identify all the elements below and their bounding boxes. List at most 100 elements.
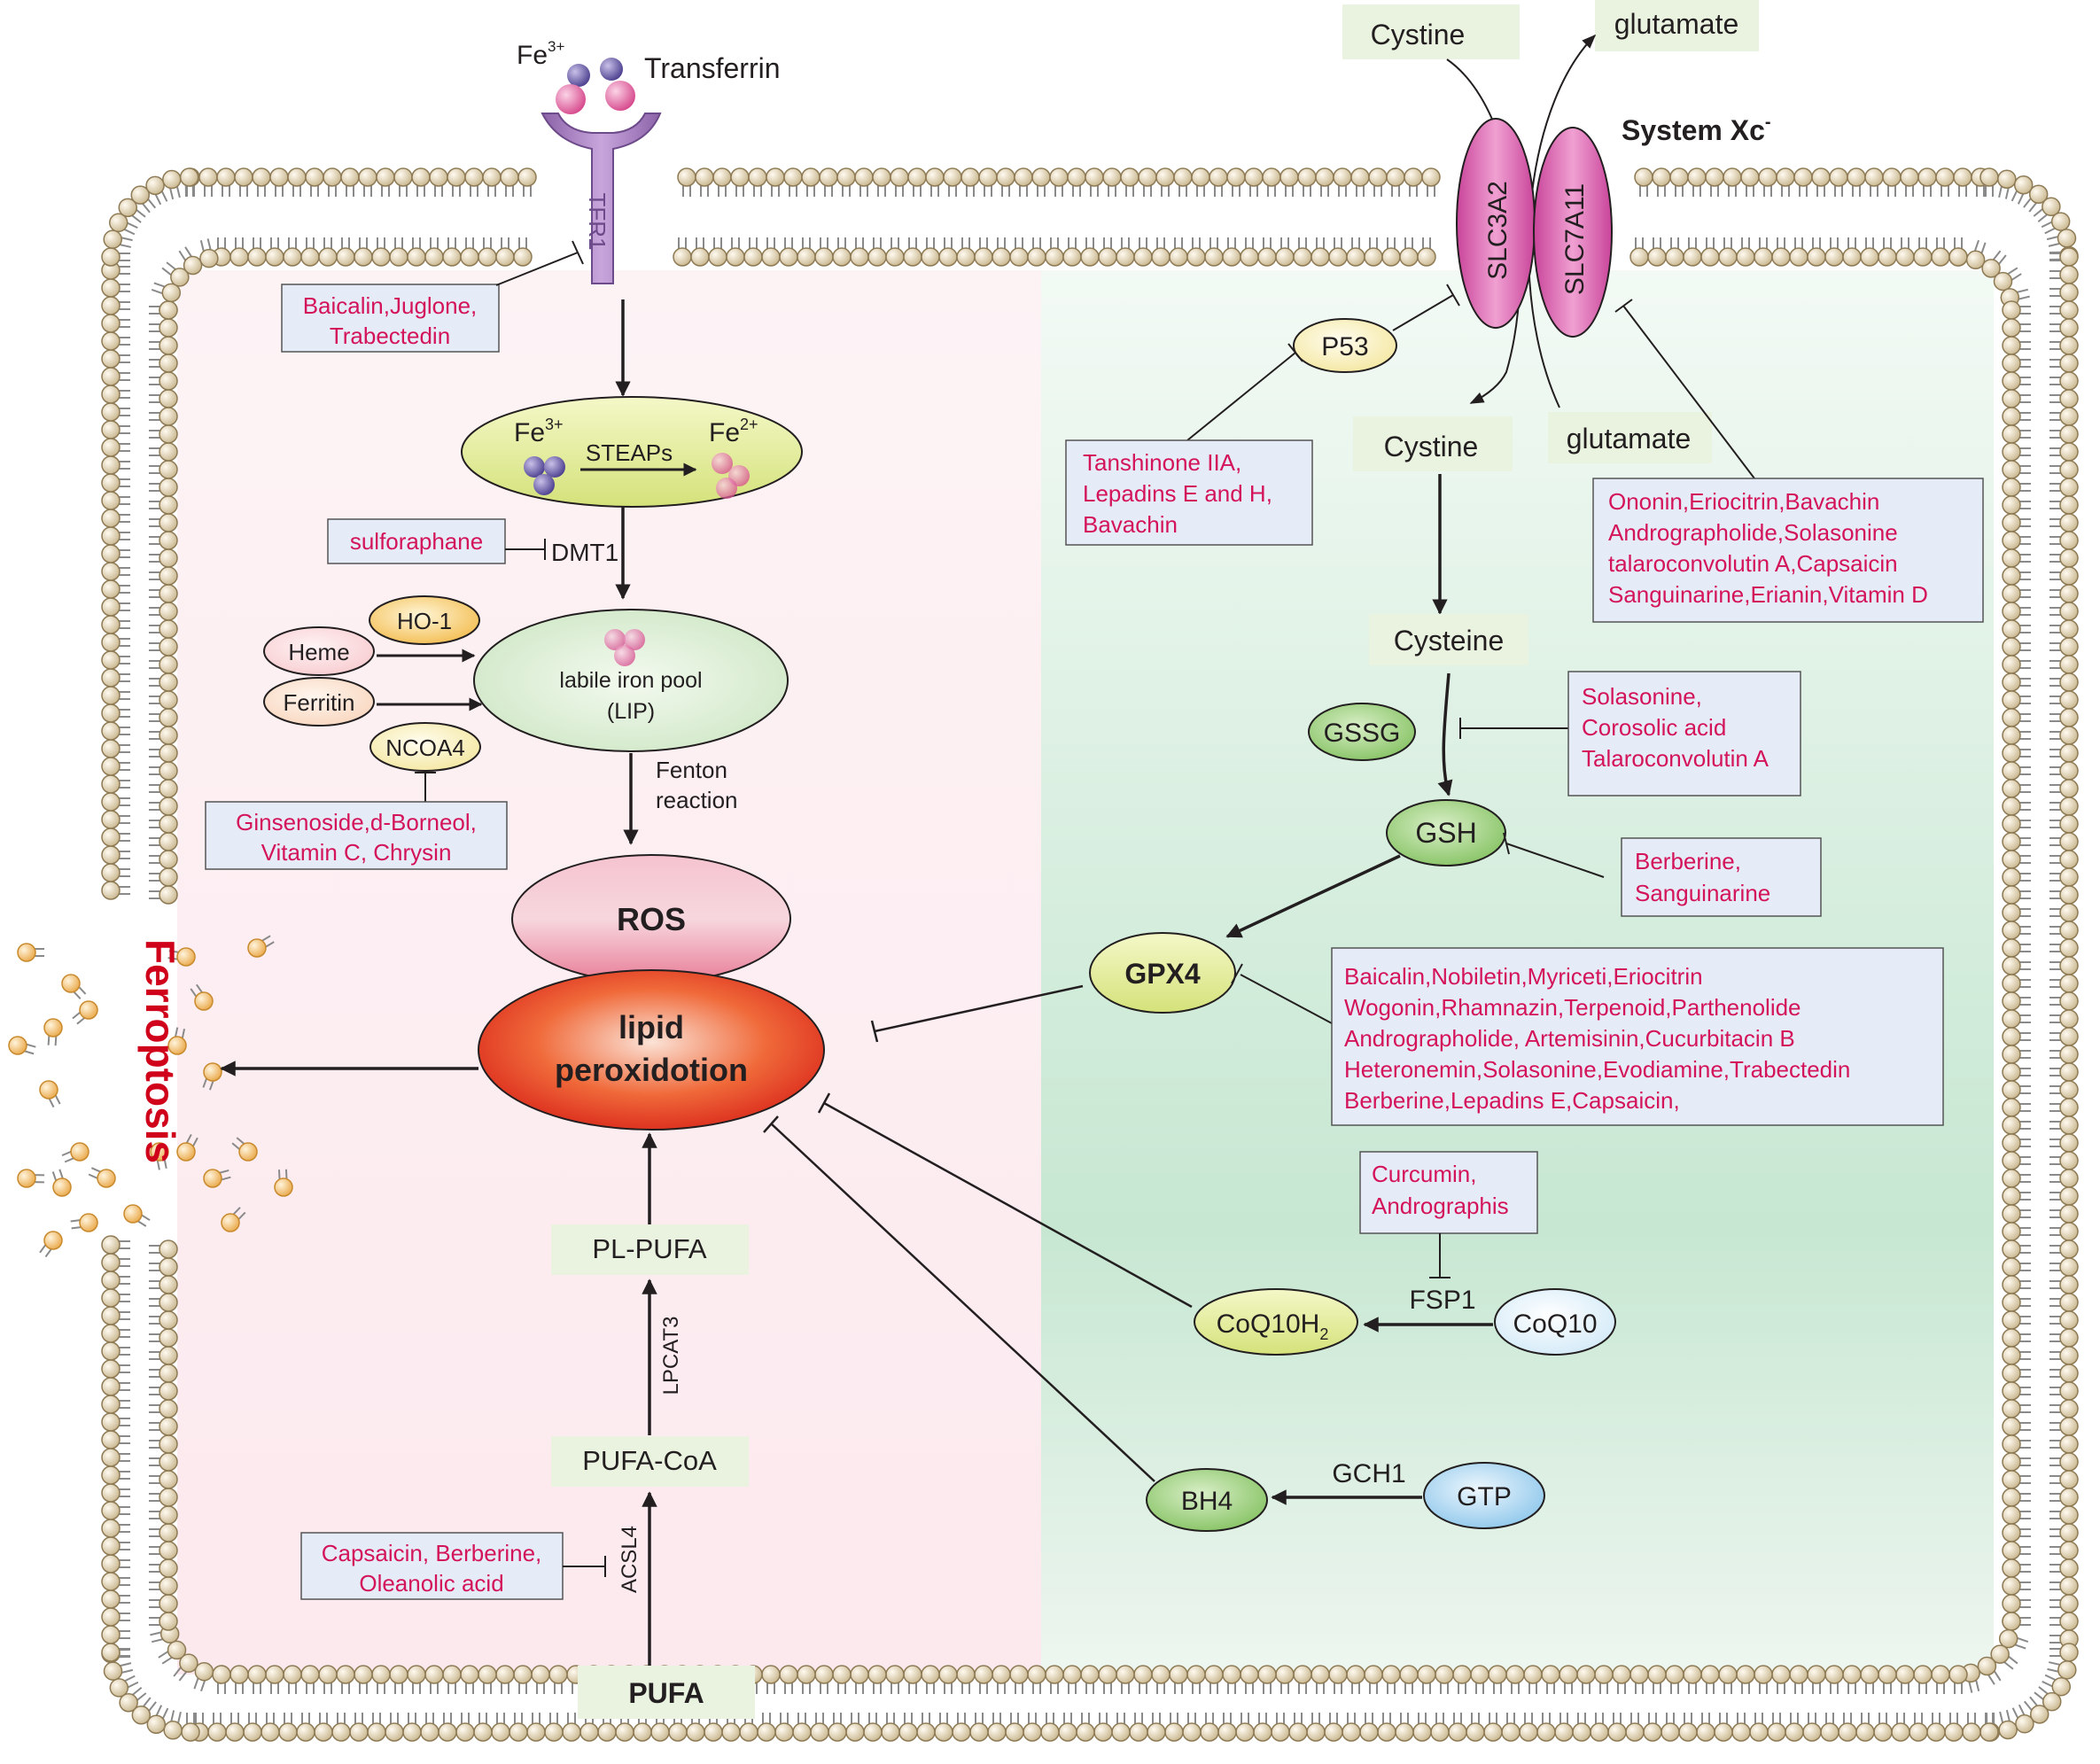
svg-text:Solasonine,: Solasonine,	[1582, 683, 1702, 710]
coq10-label: CoQ10	[1513, 1309, 1597, 1339]
svg-text:Wogonin,Rhamnazin,Terpenoid,Pa: Wogonin,Rhamnazin,Terpenoid,Parthenolide	[1344, 994, 1801, 1021]
drug-box-tfr1: Baicalin,Juglone, Trabectedin	[281, 284, 500, 353]
svg-text:Tanshinone IIA,: Tanshinone IIA,	[1083, 449, 1241, 476]
fe2-cluster-icon	[712, 453, 750, 499]
transferrin-ball-icon	[605, 81, 635, 111]
svg-text:Baicalin,Juglone,: Baicalin,Juglone,	[303, 292, 478, 319]
pufa-node: PUFA	[578, 1666, 755, 1719]
svg-text:glutamate: glutamate	[1567, 423, 1692, 455]
svg-text:Andrographolide, Artemisinin,C: Andrographolide, Artemisinin,Cucurbitaci…	[1344, 1025, 1795, 1052]
tfr1-label: TFR1	[584, 193, 611, 251]
svg-text:Ginsenoside,d-Borneol,: Ginsenoside,d-Borneol,	[236, 809, 477, 835]
glutamate-extracellular-node: glutamate	[1595, 0, 1759, 51]
drug-box-ncoa4: Ginsenoside,d-Borneol, Vitamin C, Chrysi…	[205, 801, 508, 870]
inhibition-bar	[572, 240, 584, 265]
inhibition-bar	[763, 1115, 779, 1133]
tfr1-receptor	[541, 113, 662, 284]
cell-membrane	[101, 167, 2079, 1742]
drug-box-gpx4: Baicalin,Nobiletin,Myriceti,Eriocitrin W…	[1331, 947, 1944, 1126]
drug-box-fsp1: Curcumin, Andrographis	[1359, 1151, 1538, 1234]
inhibition-bar	[817, 1092, 831, 1114]
cystine-extracellular-node: Cystine	[1342, 4, 1520, 59]
svg-text:Talaroconvolutin A: Talaroconvolutin A	[1582, 745, 1769, 772]
svg-text:Bavachin: Bavachin	[1083, 511, 1178, 538]
inhibition-bar	[1231, 963, 1243, 984]
cysteine-node: Cysteine	[1369, 614, 1528, 665]
svg-text:Cysteine: Cysteine	[1394, 625, 1505, 657]
p53-node	[1293, 318, 1397, 373]
svg-text:Berberine,: Berberine,	[1635, 848, 1741, 874]
ncoa4-node	[369, 722, 481, 772]
slc7a11-label: SLC7A11	[1560, 183, 1590, 295]
pl-pufa-node: PL-PUFA	[551, 1224, 749, 1275]
ncoa4-label: NCOA4	[385, 734, 465, 761]
svg-text:Berberine,Lepadins E,Capsaicin: Berberine,Lepadins E,Capsaicin,	[1344, 1087, 1680, 1114]
iron-ion-icon	[600, 58, 623, 81]
p53-label: P53	[1321, 332, 1368, 361]
bh4-label: BH4	[1181, 1487, 1233, 1516]
coq10-node	[1494, 1288, 1616, 1356]
coq10h2-label: CoQ10H2	[1217, 1309, 1329, 1343]
gssg-node	[1308, 703, 1416, 761]
heme-label: Heme	[288, 639, 349, 665]
gssg-label: GSSG	[1324, 719, 1401, 748]
cystine-intracellular-node: Cystine	[1353, 416, 1513, 471]
steaps-label: STEAPs	[586, 439, 673, 466]
lipid-peroxidation-node	[478, 969, 825, 1131]
fe3-cluster-icon	[524, 456, 565, 495]
svg-text:talaroconvolutin A,Capsaicin: talaroconvolutin A,Capsaicin	[1608, 550, 1898, 577]
svg-text:Cystine: Cystine	[1384, 431, 1479, 462]
svg-text:Sanguinarine: Sanguinarine	[1635, 880, 1770, 906]
gch1-label: GCH1	[1332, 1459, 1405, 1488]
labile-iron-pool-oval	[473, 609, 789, 752]
drug-box-gsh: Berberine, Sanguinarine	[1621, 837, 1822, 917]
fenton-label-line2: reaction	[656, 787, 738, 813]
inhibition-bar	[1614, 299, 1633, 313]
svg-text:Cystine: Cystine	[1371, 19, 1466, 51]
gsh-label: GSH	[1415, 817, 1476, 849]
svg-text:Corosolic acid: Corosolic acid	[1582, 714, 1726, 741]
drug-box-p53: Tanshinone IIA, Lepadins E and H, Bavach…	[1065, 439, 1313, 546]
bh4-node	[1146, 1468, 1268, 1532]
pufa-coa-node: PUFA-CoA	[551, 1436, 749, 1487]
transferrin-ball-icon	[556, 84, 586, 114]
svg-text:Capsaicin, Berberine,: Capsaicin, Berberine,	[322, 1540, 542, 1566]
drug-box-acsl4: Capsaicin, Berberine, Oleanolic acid	[300, 1532, 564, 1600]
gtp-label: GTP	[1457, 1482, 1512, 1511]
glutamate-intracellular-node: glutamate	[1548, 412, 1712, 463]
svg-text:Sanguinarine,Erianin,Vitamin D: Sanguinarine,Erianin,Vitamin D	[1608, 581, 1928, 608]
iron-ion-icon	[567, 64, 590, 87]
fsp1-label: FSP1	[1409, 1286, 1475, 1315]
svg-text:Lepadins E and H,: Lepadins E and H,	[1083, 480, 1272, 507]
acsl4-label: ACSL4	[618, 1526, 642, 1593]
svg-text:Oleanolic acid: Oleanolic acid	[359, 1570, 503, 1597]
coq10h2-node	[1194, 1288, 1358, 1356]
inhibition-line	[1186, 352, 1296, 441]
inhibition-line	[1392, 294, 1454, 331]
inhibition-line-bh4-lipid	[770, 1123, 1155, 1482]
drug-box-gssg: Solasonine, Corosolic acid Talaroconvolu…	[1567, 671, 1801, 797]
transferrin-label: Transferrin	[644, 52, 781, 84]
inhibition-bar	[1503, 832, 1510, 855]
lip-iron-cluster-icon	[604, 629, 645, 666]
svg-text:Trabectedin: Trabectedin	[330, 322, 450, 349]
lip-label-line1: labile iron pool	[559, 668, 702, 693]
gpx4-label: GPX4	[1124, 958, 1201, 990]
svg-text:glutamate: glutamate	[1614, 8, 1739, 40]
inhibition-line	[1505, 843, 1605, 878]
svg-text:Curcumin,: Curcumin,	[1372, 1161, 1476, 1187]
fe3-endosome-label: Fe3+	[514, 416, 564, 447]
svg-text:PUFA-CoA: PUFA-CoA	[582, 1445, 717, 1476]
inhibition-line	[495, 252, 579, 286]
svg-text:Andrographis: Andrographis	[1372, 1193, 1509, 1219]
ho1-label: HO-1	[397, 608, 452, 634]
inhibition-line	[1240, 974, 1333, 1024]
fenton-label-line1: Fenton	[656, 757, 727, 783]
drug-box-slc7a11: Ononin,Eriocitrin,Bavachin Andrographoli…	[1592, 478, 1984, 623]
svg-text:Vitamin C, Chrysin: Vitamin C, Chrysin	[261, 839, 452, 866]
svg-text:Heteronemin,Solasonine,Evodiam: Heteronemin,Solasonine,Evodiamine,Trabec…	[1344, 1056, 1850, 1083]
released-lipids	[8, 935, 293, 1258]
arrow-gsh-to-gpx4	[1225, 854, 1401, 938]
